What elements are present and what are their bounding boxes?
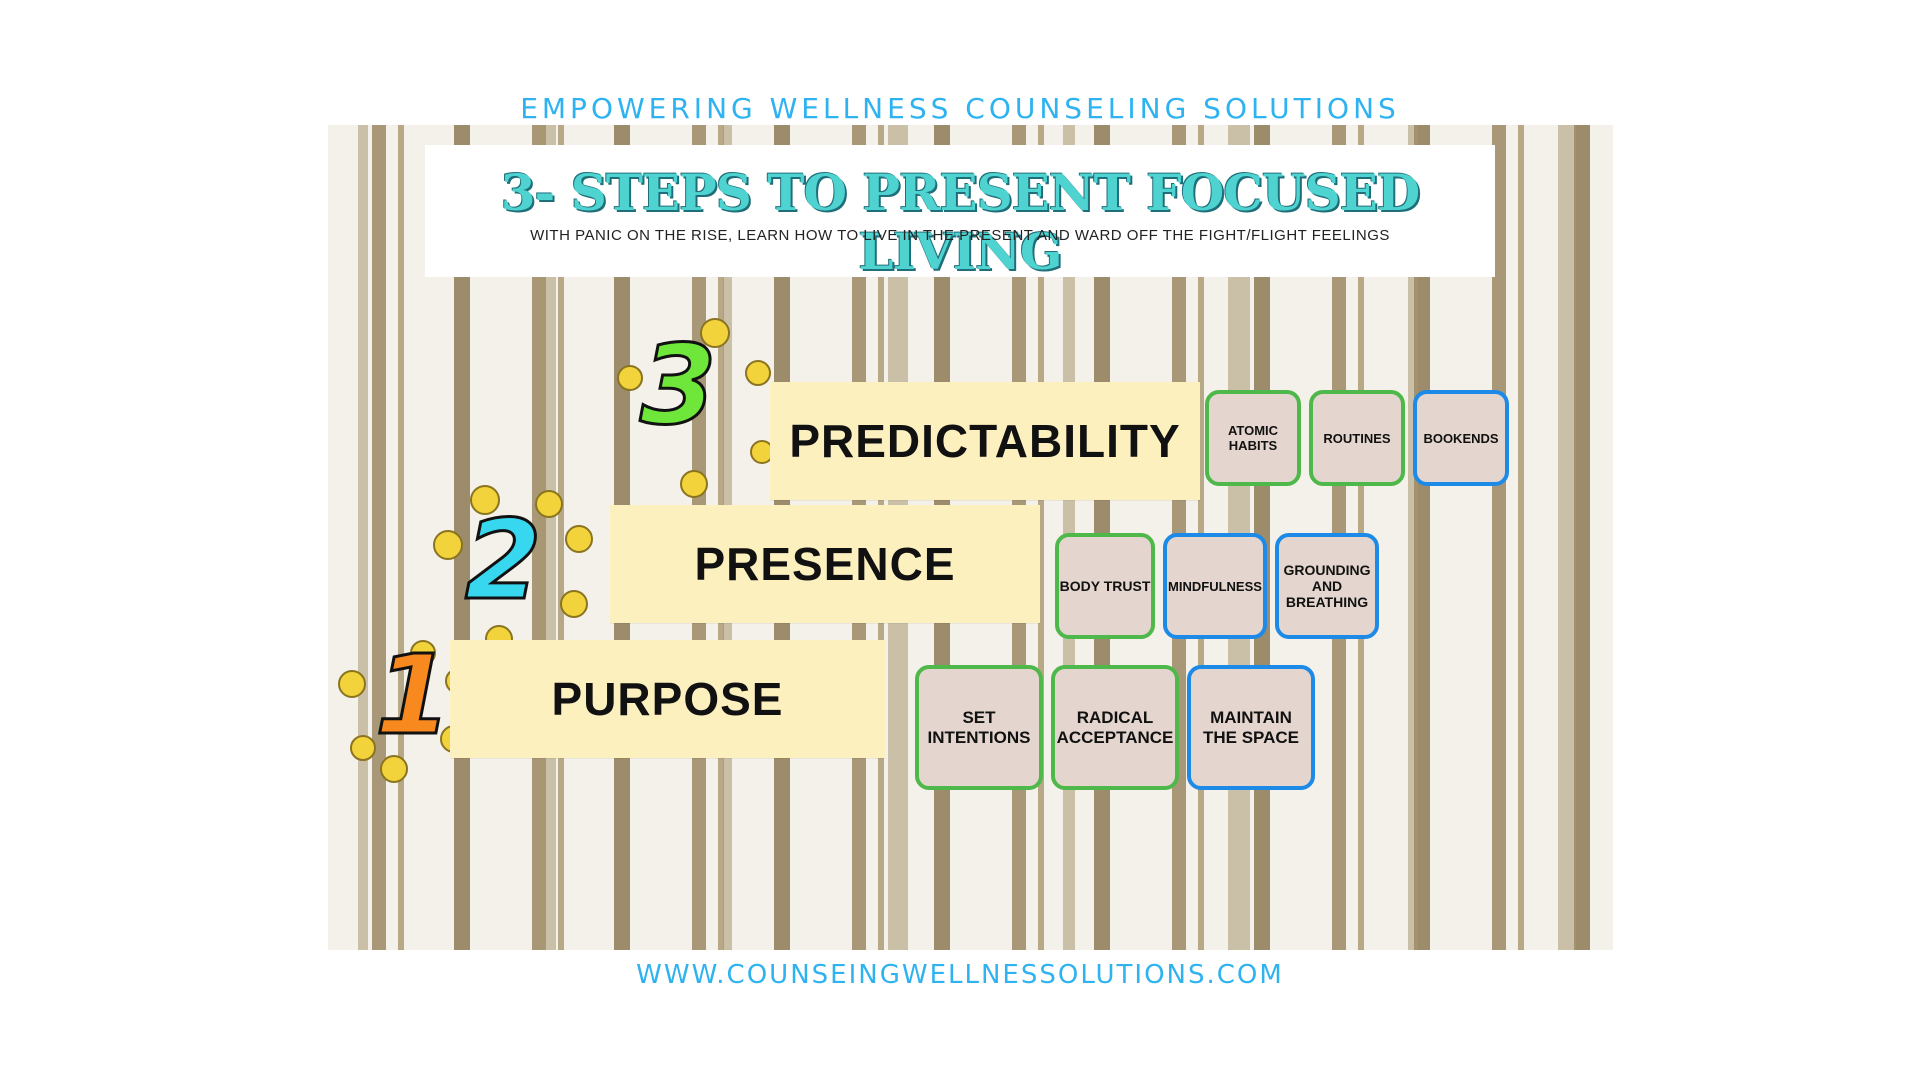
title-banner: 3- STEPS TO PRESENT FOCUSED LIVING WITH … [425,145,1495,281]
card-grounding-and-breathing: GROUNDING AND BREATHING [1275,533,1379,639]
card-radical-acceptance: RADICAL ACCEPTANCE [1051,665,1179,790]
burst-icon [560,590,588,618]
brand-header: EMPOWERING WELLNESS COUNSELING SOLUTIONS [520,92,1400,125]
step-bar-predictability: PREDICTABILITY [770,382,1200,500]
card-atomic-habits: ATOMIC HABITS [1205,390,1301,486]
burst-icon [700,318,730,348]
burst-icon [565,525,593,553]
step-number-1: 1 [374,631,454,759]
step-label: PURPOSE [551,673,784,725]
burst-icon [470,485,500,515]
footer-url: WWW.COUNSEINGWELLNESSOLUTIONS.COM [636,960,1284,990]
card-routines: ROUTINES [1309,390,1405,486]
step-label: PREDICTABILITY [789,415,1181,467]
burst-icon [745,360,771,386]
card-maintain-the-space: MAINTAIN THE SPACE [1187,665,1315,790]
step-bar-presence: PRESENCE [610,505,1040,623]
card-row-step-3: ATOMIC HABITS ROUTINES BOOKENDS [1205,390,1509,486]
burst-icon [617,365,643,391]
burst-icon [338,670,366,698]
burst-icon [350,735,376,761]
step-bar-purpose: PURPOSE [450,640,885,758]
burst-icon [380,755,408,783]
step-label: PRESENCE [694,538,956,590]
burst-icon [680,470,708,498]
card-body-trust: BODY TRUST [1055,533,1155,639]
card-row-step-2: BODY TRUST MINDFULNESS GROUNDING AND BRE… [1055,533,1379,639]
card-row-step-1: SET INTENTIONS RADICAL ACCEPTANCE MAINTA… [915,665,1315,790]
page-title: 3- STEPS TO PRESENT FOCUSED LIVING [500,163,1420,281]
burst-icon [410,640,436,666]
card-bookends: BOOKENDS [1413,390,1509,486]
burst-icon [535,490,563,518]
page-subtitle: WITH PANIC ON THE RISE, LEARN HOW TO LIV… [530,227,1390,244]
burst-icon [433,530,463,560]
card-set-intentions: SET INTENTIONS [915,665,1043,790]
step-number-2: 2 [464,496,544,624]
step-number-3: 3 [639,321,719,449]
card-mindfulness: MINDFULNESS [1163,533,1267,639]
